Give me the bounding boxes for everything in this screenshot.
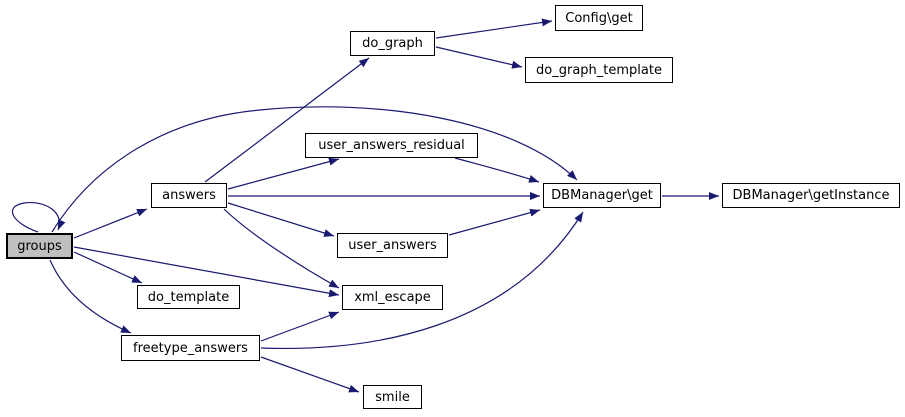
edge-do-graph-config-get <box>435 18 553 39</box>
node-answers[interactable]: answers <box>151 183 227 208</box>
edge-user-answers-dbmanager-get <box>448 208 541 236</box>
node-do-template[interactable]: do_template <box>137 285 240 309</box>
edge-freetype-answers-smile <box>260 356 360 393</box>
edge-groups-xml-escape <box>73 246 340 298</box>
node-freetype-answers[interactable]: freetype_answers <box>121 335 260 361</box>
edge-groups-dbmanager-get <box>51 106 578 233</box>
edge-answers-user-answers-residual <box>227 157 340 190</box>
edge-user-answers-residual-dbmanager-get <box>454 157 540 183</box>
edge-answers-do-graph <box>204 57 370 183</box>
edge-groups-do-template <box>73 251 143 284</box>
node-groups: groups <box>6 233 73 259</box>
edge-groups-freetype-answers <box>49 259 132 334</box>
node-config-get[interactable]: Config\get <box>555 5 643 31</box>
edge-groups-self-loop <box>11 202 66 233</box>
node-smile[interactable]: smile <box>363 385 422 409</box>
edge-groups-answers <box>73 208 148 239</box>
edge-answers-xml-escape <box>223 208 340 289</box>
node-do-graph-template[interactable]: do_graph_template <box>525 57 673 83</box>
node-do-graph[interactable]: do_graph <box>350 31 435 56</box>
node-dbmanager-getinstance[interactable]: DBManager\getInstance <box>722 183 900 208</box>
edge-freetype-answers-xml-escape <box>260 311 340 342</box>
node-dbmanager-get[interactable]: DBManager\get <box>543 183 661 208</box>
edge-do-graph-do-graph-template <box>435 46 523 69</box>
node-user-answers-residual[interactable]: user_answers_residual <box>305 133 478 158</box>
node-user-answers[interactable]: user_answers <box>337 233 448 258</box>
edge-answers-user-answers <box>227 202 335 237</box>
edge-freetype-answers-dbmanager-get <box>260 211 584 349</box>
node-xml-escape[interactable]: xml_escape <box>342 285 443 310</box>
